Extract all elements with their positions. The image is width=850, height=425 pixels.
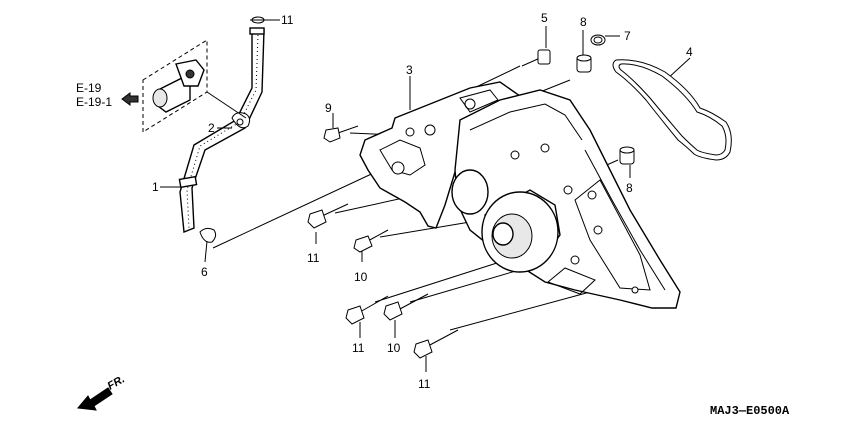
callout-10-upper: 9 xyxy=(325,101,332,115)
callout-7: 7 xyxy=(624,29,631,43)
callout-4: 4 xyxy=(686,45,693,59)
part-9-clip xyxy=(250,16,266,24)
callout-11-lower-left: 11 xyxy=(352,341,365,355)
bolt-10-upper xyxy=(323,125,359,143)
part-1-hose xyxy=(178,27,265,233)
bolt-11-bottom xyxy=(413,329,459,359)
reference-arrow-icon xyxy=(121,92,139,106)
callout-9: 11 xyxy=(281,13,294,27)
part-6-clip xyxy=(199,227,217,243)
callout-6: 6 xyxy=(201,265,208,279)
callout-5: 5 xyxy=(541,11,548,25)
callout-8-right: 8 xyxy=(626,181,633,195)
bolt-10-lower xyxy=(383,293,429,321)
pump-pulley xyxy=(451,169,561,273)
part-8-dowel-top xyxy=(576,54,592,73)
reference-e19-1: E-19-1 xyxy=(76,95,112,109)
callout-11-left: 11 xyxy=(307,251,320,265)
callout-10-lower: 10 xyxy=(387,341,401,355)
part-5-bolt xyxy=(521,49,551,67)
callout-8-top: 8 xyxy=(580,15,587,29)
part-8-dowel-right xyxy=(619,146,635,165)
part-2-clamp xyxy=(231,112,251,129)
bolt-11-left xyxy=(307,203,349,229)
bolt-10-mid xyxy=(353,229,389,253)
front-label: FR. xyxy=(106,373,127,392)
section-reference: E-19 E-19-1 xyxy=(76,81,139,109)
pump-housing xyxy=(454,89,681,309)
bolt-11-lower-left xyxy=(345,295,389,325)
front-indicator: FR. xyxy=(77,373,127,411)
callout-11-bottom: 11 xyxy=(418,377,431,391)
part-7-oring xyxy=(590,34,606,46)
callout-10-mid: 10 xyxy=(354,270,368,284)
front-arrow-icon xyxy=(77,387,113,411)
callout-3: 3 xyxy=(406,63,413,77)
callout-1: 1 xyxy=(152,180,159,194)
leader-lines xyxy=(160,19,691,372)
part-4-gasket xyxy=(612,59,732,161)
connector-ref-box xyxy=(142,39,208,133)
callout-2: 2 xyxy=(208,121,215,135)
reference-e19: E-19 xyxy=(76,81,102,95)
drawing-code: MAJ3—E0500A xyxy=(710,404,790,418)
